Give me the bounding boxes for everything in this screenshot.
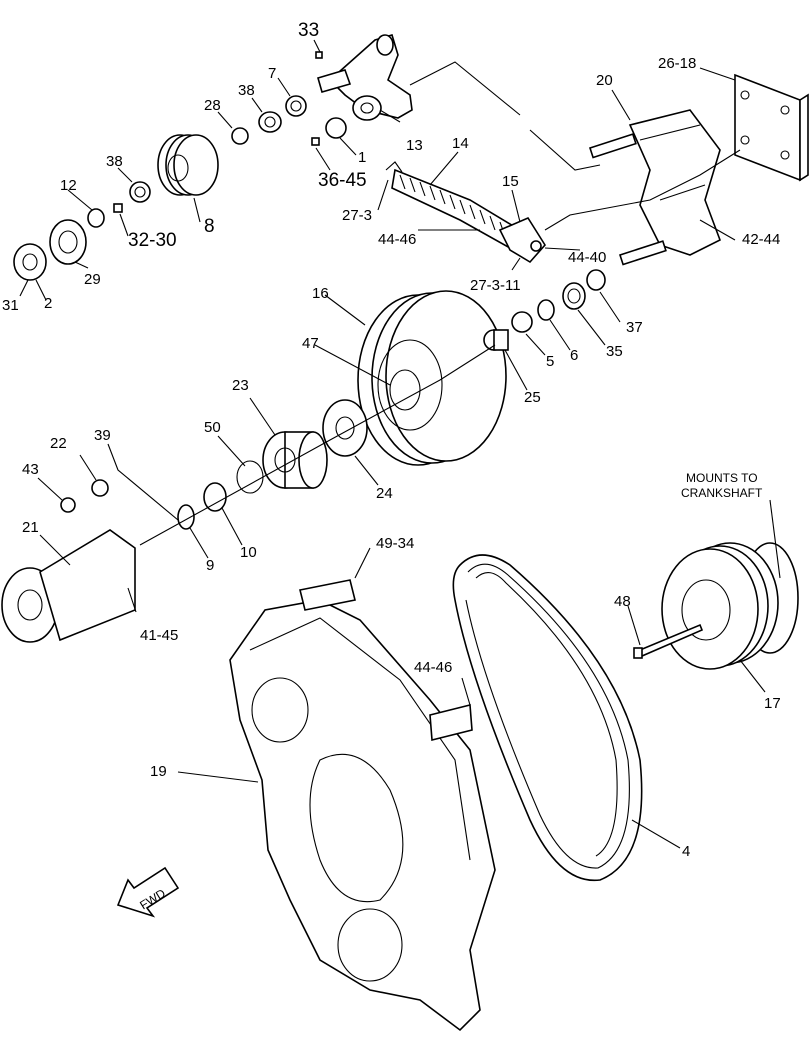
- callout-12: 12: [60, 177, 77, 194]
- washer-38-lower: [129, 181, 151, 203]
- callout-27-3: 27-3: [342, 207, 372, 224]
- bracket-15: [498, 216, 546, 264]
- bolt-33: [315, 51, 323, 59]
- callout-1: 1: [358, 149, 366, 166]
- bearing-9: [177, 504, 195, 530]
- callout-7: 7: [268, 65, 276, 82]
- callout-19: 19: [150, 763, 167, 780]
- note-mounts-line1: MOUNTS TO: [686, 471, 758, 485]
- callout-6: 6: [570, 347, 578, 364]
- callout-29: 29: [84, 271, 101, 288]
- pulley-8: [157, 134, 219, 196]
- callout-44-46-lower: 44-46: [414, 659, 452, 676]
- callout-9: 9: [206, 557, 214, 574]
- callout-35: 35: [606, 343, 623, 360]
- drive-belt-4: [452, 554, 643, 882]
- o-ring-50: [236, 460, 264, 494]
- callout-28: 28: [204, 97, 221, 114]
- callout-17: 17: [764, 695, 781, 712]
- callout-8: 8: [204, 216, 215, 237]
- callout-37: 37: [626, 319, 643, 336]
- callout-50: 50: [204, 419, 221, 436]
- callout-labels: 33 26-18 20 7 38 28 13 1 36-45 14 15 38 …: [2, 20, 781, 860]
- bearing-25: [483, 329, 509, 351]
- callout-16: 16: [312, 285, 329, 302]
- washer-5: [511, 311, 533, 333]
- idler-arm-bracket: [317, 34, 413, 121]
- callout-25: 25: [524, 389, 541, 406]
- callout-2: 2: [44, 295, 52, 312]
- fwd-arrow-icon: FWD: [116, 866, 180, 918]
- callout-41-45: 41-45: [140, 627, 178, 644]
- callout-44-46-upper: 44-46: [378, 231, 416, 248]
- snap-ring-12: [87, 208, 105, 228]
- bolt-36-45: [311, 137, 320, 146]
- callout-39: 39: [94, 427, 111, 444]
- hub-31-2: [13, 243, 47, 281]
- callout-23: 23: [232, 377, 249, 394]
- callout-20: 20: [596, 72, 613, 89]
- callout-5: 5: [546, 353, 554, 370]
- callout-26-18: 26-18: [658, 55, 696, 72]
- callout-14: 14: [452, 135, 469, 152]
- washer-38-upper: [258, 111, 282, 133]
- callout-13: 13: [406, 137, 423, 154]
- callout-24: 24: [376, 485, 393, 502]
- nut-32-30: [113, 203, 123, 213]
- washer-1: [325, 117, 347, 139]
- callout-31: 31: [2, 297, 19, 314]
- housing-21: [1, 529, 136, 643]
- assembly-guide-line-lower: [544, 149, 741, 231]
- callout-27-3-11: 27-3-11: [470, 277, 521, 294]
- callout-43: 43: [22, 461, 39, 478]
- callout-33: 33: [298, 20, 319, 41]
- callout-42-44: 42-44: [742, 231, 780, 248]
- front-cover-19: [229, 579, 496, 1032]
- shaft-centerline: [139, 344, 496, 546]
- nut-43: [60, 497, 76, 513]
- washer-29: [49, 219, 87, 265]
- callout-22: 22: [50, 435, 67, 452]
- mounting-plate-26-18: [734, 73, 809, 182]
- callout-10: 10: [240, 544, 257, 561]
- callout-47: 47: [302, 335, 319, 352]
- callout-49-34: 49-34: [376, 535, 414, 552]
- washer-22: [91, 479, 109, 497]
- callout-21: 21: [22, 519, 39, 536]
- note-mounts-line2: CRANKSHAFT: [681, 486, 763, 500]
- bolt-48: [633, 623, 704, 659]
- callout-38-upper: 38: [238, 82, 255, 99]
- washer-7: [285, 95, 307, 117]
- assembly-guide-line-upper: [409, 61, 601, 171]
- adapter-23: [262, 431, 328, 489]
- callout-15: 15: [502, 173, 519, 190]
- gasket-24: [322, 399, 368, 457]
- ring-37: [586, 269, 606, 291]
- ring-10: [203, 482, 227, 512]
- callout-4: 4: [682, 843, 690, 860]
- callout-44-40: 44-40: [568, 249, 606, 266]
- callout-48: 48: [614, 593, 631, 610]
- callout-32-30: 32-30: [128, 230, 177, 251]
- spacer-28: [231, 127, 249, 145]
- callout-38-lower: 38: [106, 153, 123, 170]
- mounting-bracket-20: [588, 109, 722, 266]
- leader-lines: [19, 39, 781, 849]
- pulley-16: [357, 290, 507, 466]
- seal-35: [562, 282, 586, 310]
- callout-36-45: 36-45: [318, 170, 367, 191]
- damper-pulley-17: [661, 542, 799, 670]
- gear-6: [537, 299, 555, 321]
